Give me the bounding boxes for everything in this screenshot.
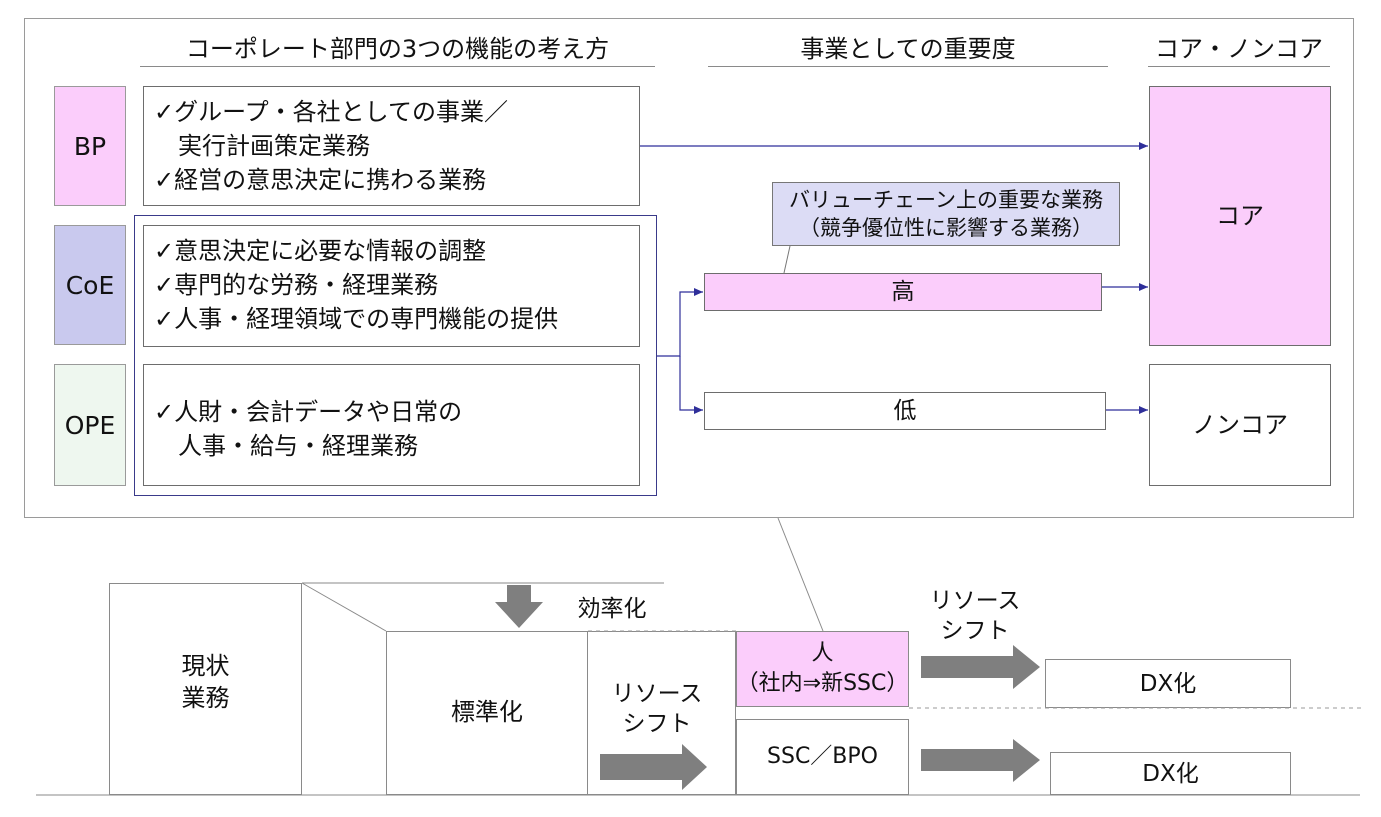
tag-coe: CoE: [54, 225, 126, 345]
importance-high: 高: [704, 273, 1102, 311]
resource-shift-label-left: リソース シフト: [611, 681, 703, 737]
noncore-box: ノンコア: [1149, 364, 1331, 486]
header-functions-underline: [140, 66, 655, 67]
bp-description: ✓グループ・各社としての事業／ 実行計画策定業務 ✓経営の意思決定に携わる業務: [143, 86, 640, 206]
current-work-box: [109, 583, 302, 795]
branch-connector-low: [679, 356, 703, 414]
tag-ope: OPE: [54, 364, 126, 486]
ope-description: ✓人財・会計データや日常の 人事・給与・経理業務: [143, 364, 640, 486]
header-core-noncore-underline: [1148, 66, 1330, 67]
dx-box-bottom: DX化: [1050, 752, 1291, 795]
block-arrow-shift-right-bottom: [921, 739, 1040, 782]
coe-ope-group-frame: [134, 215, 657, 496]
current-work-label: 現状 業務: [181, 652, 230, 712]
diagonal-link: [777, 517, 824, 632]
coe-description: ✓意思決定に必要な情報の調整 ✓専門的な労務・経理業務 ✓人事・経理領域での専門…: [143, 225, 640, 347]
header-core-noncore: コア・ノンコア: [1155, 35, 1323, 63]
down-arrow-efficiency: [495, 585, 543, 628]
people-internal-new-ssc: 人 （社内⇒新SSC）: [736, 631, 909, 707]
callout-important-value-chain: バリューチェーン上の重要な業務 （競争優位性に影響する業務）: [772, 182, 1120, 246]
block-arrow-shift-left: [600, 744, 707, 790]
slant-link: [301, 582, 387, 632]
header-importance: 事業としての重要度: [800, 35, 1016, 63]
standardize-label: 標準化: [451, 698, 523, 726]
block-arrow-shift-right-top: [921, 645, 1040, 689]
header-functions: コーポレート部門の3つの機能の考え方: [185, 35, 610, 63]
tag-bp: BP: [54, 86, 126, 206]
core-box: コア: [1149, 86, 1331, 346]
branch-connector: [657, 288, 703, 357]
importance-low: 低: [704, 392, 1106, 430]
header-importance-underline: [708, 66, 1108, 67]
standardize-box: [386, 631, 588, 795]
ssc-bpo-box: SSC／BPO: [736, 719, 909, 795]
resource-shift-label-right: リソース シフト: [929, 588, 1021, 644]
callout-pointer: [783, 245, 791, 274]
efficiency-label: 効率化: [577, 596, 647, 622]
